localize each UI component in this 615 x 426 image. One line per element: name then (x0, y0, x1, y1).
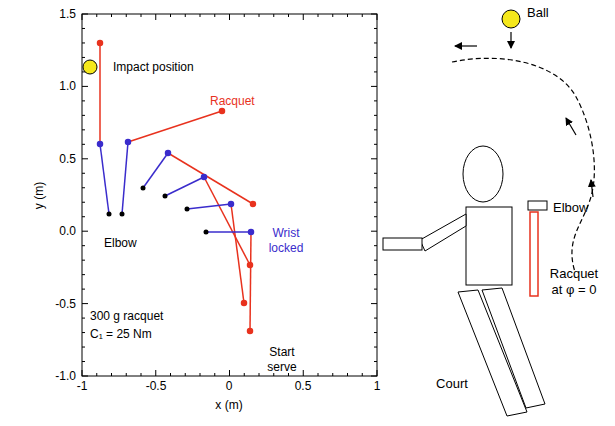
tick-label: 0.5 (295, 379, 312, 394)
tick (82, 86, 88, 87)
tick-label: 1.0 (59, 79, 76, 94)
forearm-lines (98, 140, 254, 235)
plot-label: 300 g racquet (90, 309, 163, 324)
elbow-points (107, 186, 209, 235)
tick (371, 231, 377, 232)
diagram-label: Racquet at φ = 0 (544, 266, 604, 298)
tick-label: 0.5 (59, 152, 76, 167)
tick (82, 231, 88, 232)
tick-label: 0 (226, 379, 233, 394)
plot-label: Impact position (113, 60, 194, 75)
axis-ticks (82, 14, 377, 376)
axis-title: y (m) (32, 181, 47, 208)
tick (155, 14, 156, 20)
plot-label: Elbow (104, 236, 137, 251)
diagram-label: Elbow (553, 200, 588, 216)
tick (371, 303, 377, 304)
diagram-label: Ball (527, 5, 549, 21)
tick (82, 158, 88, 159)
motion-arrow (455, 45, 477, 46)
tick (371, 158, 377, 159)
tick (229, 370, 230, 376)
tick (371, 86, 377, 87)
ball-arrow (510, 32, 511, 48)
tick-label: 1.5 (59, 7, 76, 22)
plot-label: C₁ = 25 Nm (90, 327, 152, 342)
tick (155, 370, 156, 376)
player-figure (383, 146, 547, 416)
tick (229, 14, 230, 20)
diagram-label: Court (436, 376, 468, 392)
tick-label: -0.5 (146, 379, 167, 394)
tick (303, 14, 304, 20)
motion-arrow (591, 180, 593, 197)
tick-label: -1 (77, 379, 88, 394)
plot-label: Racquet (210, 94, 255, 109)
racquet-rect (530, 212, 538, 296)
plot-frame (82, 14, 377, 376)
tick-label: -1.0 (55, 369, 76, 384)
plot-label: Start serve (262, 345, 302, 375)
ball (502, 10, 520, 28)
plot-label: Wrist locked (262, 226, 310, 256)
tick (82, 303, 88, 304)
tick-label: -0.5 (55, 297, 76, 312)
tick (303, 370, 304, 376)
motion-arrow (566, 118, 576, 135)
tick-label: 0.0 (59, 224, 76, 239)
axis-title: x (m) (215, 398, 242, 413)
tick-label: 1 (374, 379, 381, 394)
ball-impact (83, 60, 97, 74)
racquet-lines (98, 41, 256, 334)
